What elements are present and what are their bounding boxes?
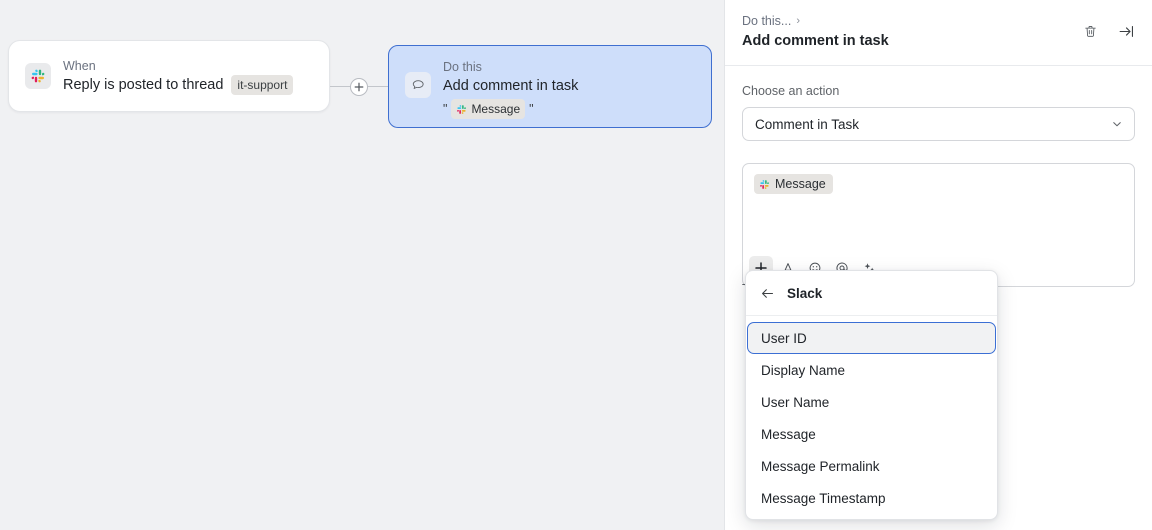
list-item-label: Message Permalink bbox=[761, 458, 880, 474]
workflow-node-action[interactable]: Do this Add comment in task " bbox=[388, 45, 712, 128]
list-item-label: User Name bbox=[761, 394, 830, 410]
panel-header: Do this... › Add comment in task bbox=[725, 0, 1152, 66]
breadcrumb[interactable]: Do this... › bbox=[742, 13, 1135, 29]
back-arrow-icon[interactable] bbox=[760, 286, 775, 301]
page-title: Add comment in task bbox=[742, 33, 889, 49]
workflow-canvas[interactable]: When Reply is posted to thread it-suppor… bbox=[0, 0, 724, 530]
list-item[interactable]: Message Timestamp bbox=[747, 482, 996, 514]
variable-picker-dropdown[interactable]: Slack User ID Display Name User Name Mes… bbox=[745, 270, 998, 520]
panel-header-actions bbox=[1080, 21, 1136, 41]
action-summary: " bbox=[443, 99, 578, 119]
choose-action-label: Choose an action bbox=[742, 84, 840, 98]
quote-close: " bbox=[529, 102, 534, 116]
chevron-down-icon bbox=[1111, 118, 1123, 130]
list-item-label: User ID bbox=[761, 330, 807, 346]
action-select[interactable]: Comment in Task bbox=[742, 107, 1135, 141]
comment-bubble-icon bbox=[405, 72, 431, 98]
action-select-value: Comment in Task bbox=[755, 116, 860, 132]
variable-picker-header[interactable]: Slack bbox=[746, 271, 997, 316]
trash-icon[interactable] bbox=[1080, 21, 1100, 41]
chevron-right-icon: › bbox=[796, 15, 800, 27]
panel-body: Choose an action Comment in Task bbox=[725, 66, 1152, 287]
add-step-button[interactable] bbox=[350, 78, 368, 96]
list-item[interactable]: Message Permalink bbox=[747, 450, 996, 482]
action-variable-chip: Message bbox=[451, 99, 526, 119]
collapse-panel-icon[interactable] bbox=[1116, 21, 1136, 41]
connector-line-left bbox=[330, 86, 352, 87]
action-kicker: Do this bbox=[443, 60, 482, 74]
list-item[interactable]: Message bbox=[747, 418, 996, 450]
list-item[interactable]: Display Name bbox=[747, 354, 996, 386]
trigger-title: Reply is posted to thread bbox=[63, 76, 224, 93]
slack-icon bbox=[25, 63, 51, 89]
variable-picker-source: Slack bbox=[787, 285, 823, 301]
list-item-label: Message Timestamp bbox=[761, 490, 886, 506]
list-item[interactable]: User ID bbox=[747, 322, 996, 354]
list-item[interactable]: User Name bbox=[747, 386, 996, 418]
workflow-node-trigger[interactable]: When Reply is posted to thread it-suppor… bbox=[8, 40, 330, 112]
comment-editor[interactable]: Message bbox=[742, 163, 1135, 287]
trigger-channel-tag: it-support bbox=[231, 74, 294, 95]
list-item-label: Message bbox=[761, 426, 816, 442]
slack-icon bbox=[456, 104, 467, 115]
list-item-label: Display Name bbox=[761, 362, 846, 378]
quote-open: " bbox=[443, 102, 448, 116]
slack-icon bbox=[759, 179, 770, 190]
breadcrumb-label: Do this... bbox=[742, 14, 792, 28]
action-title: Add comment in task bbox=[443, 78, 579, 94]
variable-picker-list: User ID Display Name User Name Message M… bbox=[746, 316, 997, 514]
action-variable-label: Message bbox=[471, 102, 521, 116]
connector-line-right bbox=[368, 86, 388, 87]
editor-variable-chip[interactable]: Message bbox=[754, 174, 833, 194]
trigger-title-row: Reply is posted to thread it-support bbox=[63, 74, 294, 95]
trigger-kicker: When bbox=[63, 58, 96, 73]
editor-variable-label: Message bbox=[775, 177, 826, 191]
